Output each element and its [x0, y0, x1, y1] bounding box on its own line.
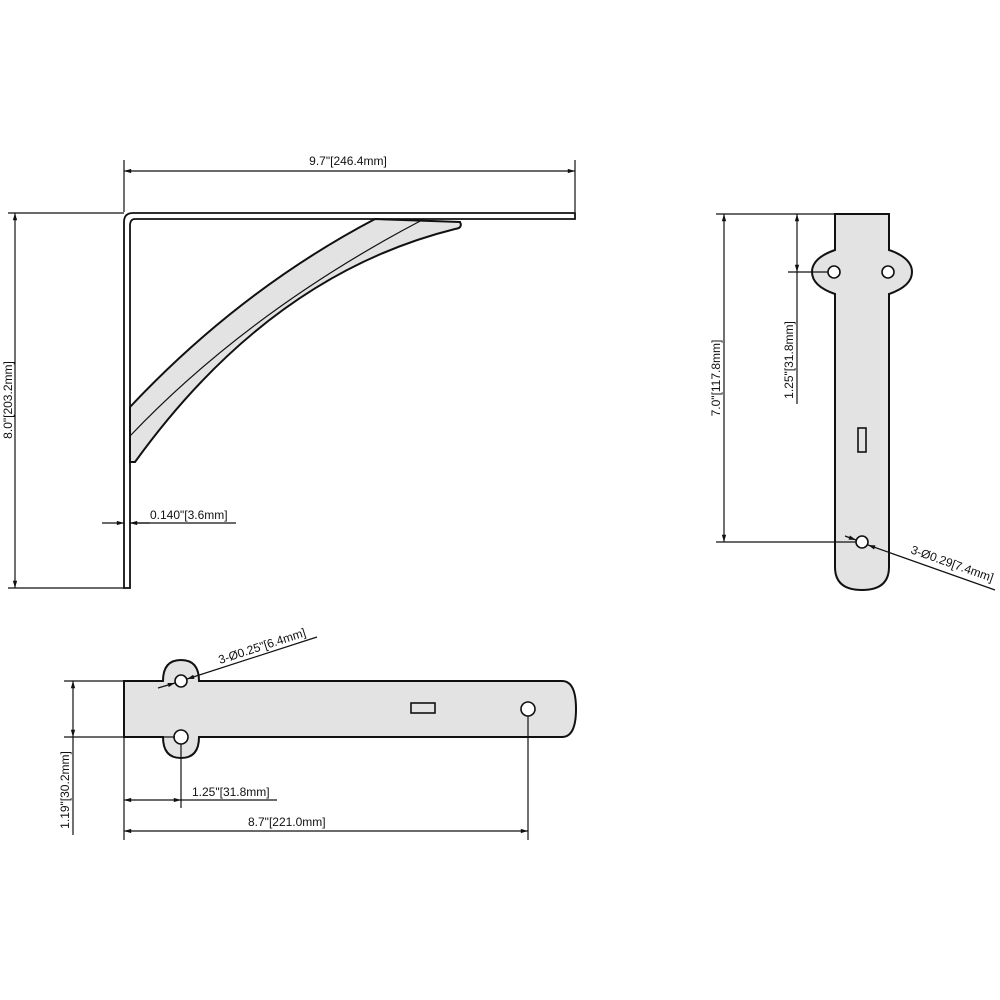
- mounting-hole: [173, 729, 189, 745]
- mounting-hole: [520, 701, 536, 717]
- label-hole-to-top: 7.0"[117.8mm]: [709, 340, 723, 417]
- label-overall-width: 9.7"[246.4mm]: [309, 154, 387, 168]
- vertical-plate: [810, 213, 914, 592]
- vertical-plate-view: 7.0"[117.8mm] 1.25"[31.8mm] 3-Ø0.29[7.4m…: [709, 213, 996, 592]
- label-hole-offset: 1.25"[31.8mm]: [192, 785, 270, 799]
- label-thickness: 0.140"[3.6mm]: [150, 508, 228, 522]
- label-hole-spacing: 1.25"[31.8mm]: [782, 321, 796, 399]
- brace-groove: [129, 218, 425, 437]
- mounting-hole: [827, 265, 841, 279]
- mounting-hole: [174, 674, 188, 688]
- label-hole-diameter: 3-Ø0.25"[6.4mm]: [217, 625, 308, 666]
- label-overall-height: 8.0"[203.2mm]: [1, 361, 15, 439]
- mounting-hole: [881, 265, 895, 279]
- bracket-profile: [123, 212, 576, 589]
- mounting-hole: [855, 535, 869, 549]
- leader-arrow: [844, 535, 857, 541]
- leader-line-diameter: [867, 544, 996, 591]
- label-hole-to-end: 8.7"[221.0mm]: [248, 815, 326, 829]
- horizontal-plate: [123, 658, 578, 760]
- leader-arrow: [157, 682, 176, 689]
- side-view: 9.7"[246.4mm] 8.0"[203.2mm] 0.140"[3.6mm…: [1, 154, 576, 589]
- horizontal-plate-view: 3-Ø0.25"[6.4mm] 1.19"[30.2mm] 1.25"[31.8…: [58, 625, 578, 840]
- label-plate-width: 1.19"[30.2mm]: [58, 751, 72, 829]
- leader-line-diameter: [186, 636, 318, 680]
- slot: [410, 702, 436, 714]
- brace-arm: [129, 217, 462, 463]
- slot: [857, 427, 867, 453]
